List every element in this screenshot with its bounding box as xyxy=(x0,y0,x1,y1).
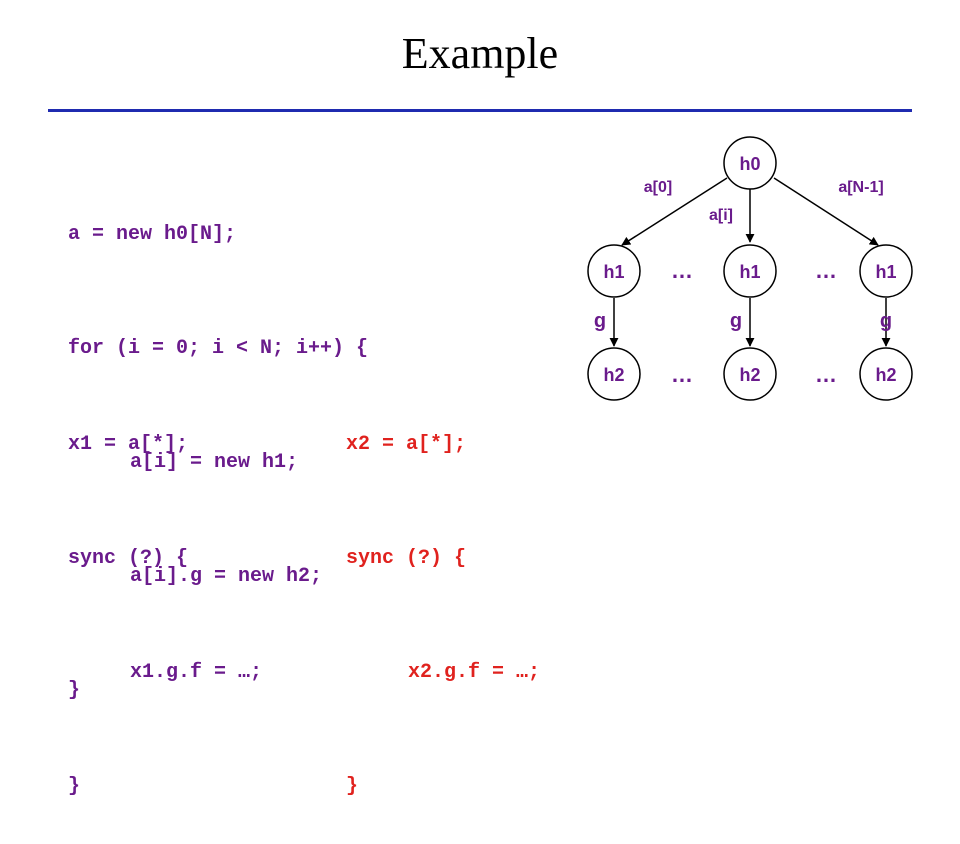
code-block-thread-2: x2 = a[*]; sync (?) { x2.g.f = …; } xyxy=(346,350,540,844)
code-line: } xyxy=(346,775,359,798)
edge-label-g: g xyxy=(730,310,742,332)
heap-diagram: h0 h1 h1 h1 h2 h2 h2 a[0] a[i] a[N-1] g … xyxy=(587,136,913,401)
code-block-thread-1: x1 = a[*]; sync (?) { x1.g.f = …; } xyxy=(68,350,262,844)
node-h2-first: h2 xyxy=(587,347,641,401)
ellipsis: … xyxy=(815,362,837,387)
code-line: a[i].g = new h2; xyxy=(130,565,323,588)
code-block-main: a = new h0[N]; for (i = 0; i < N; i++) {… xyxy=(68,140,368,748)
code-line: x2.g.f = …; xyxy=(408,661,541,684)
node-label: h2 xyxy=(603,365,624,385)
node-label: h2 xyxy=(875,365,896,385)
edge-label-aN-1: a[N-1] xyxy=(838,179,883,196)
edge-label-a0: a[0] xyxy=(644,179,672,196)
code-line: } xyxy=(68,775,81,798)
node-label: h1 xyxy=(603,262,624,282)
slide-title: Example xyxy=(401,29,559,78)
code-line: a[i] = new h1; xyxy=(130,451,299,474)
code-line: x1 = a[*]; xyxy=(68,433,189,456)
node-label: h2 xyxy=(739,365,760,385)
ellipsis: … xyxy=(671,362,693,387)
title-divider xyxy=(48,109,912,112)
node-h2-middle: h2 xyxy=(723,347,777,401)
code-line: for (i = 0; i < N; i++) { xyxy=(68,337,369,360)
code-line: x1.g.f = …; xyxy=(130,661,263,684)
node-h1-first: h1 xyxy=(587,244,641,298)
node-h1-middle: h1 xyxy=(723,244,777,298)
code-line: } xyxy=(68,679,81,702)
code-line: sync (?) { xyxy=(68,547,189,570)
edge-aN-1 xyxy=(773,177,879,246)
ellipsis: … xyxy=(671,258,693,283)
node-h1-last: h1 xyxy=(859,244,913,298)
node-label: h1 xyxy=(875,262,896,282)
edge-label-g: g xyxy=(594,310,606,332)
node-label: h0 xyxy=(739,154,760,174)
node-label: h1 xyxy=(739,262,760,282)
code-line: sync (?) { xyxy=(346,547,467,570)
edge-label-ai: a[i] xyxy=(709,207,733,224)
ellipsis: … xyxy=(815,258,837,283)
edge-label-g: g xyxy=(880,310,892,332)
code-line: x2 = a[*]; xyxy=(346,433,467,456)
node-h2-last: h2 xyxy=(859,347,913,401)
edge-a0 xyxy=(621,177,728,246)
code-line: a = new h0[N]; xyxy=(68,223,237,246)
node-h0: h0 xyxy=(723,136,777,190)
